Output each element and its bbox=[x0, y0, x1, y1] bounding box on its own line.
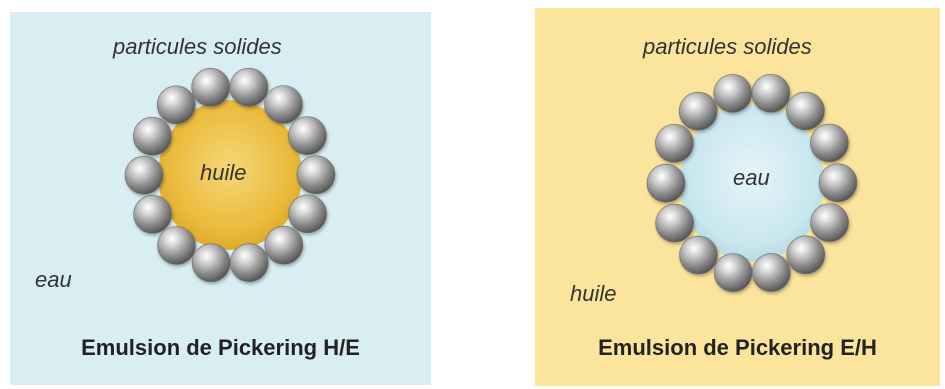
core-label: eau bbox=[733, 165, 770, 190]
solid-particle bbox=[264, 85, 303, 124]
solid-particle bbox=[124, 155, 164, 195]
solid-particle bbox=[752, 253, 791, 292]
solid-particles-label: particules solides bbox=[643, 34, 812, 59]
solid-particle bbox=[296, 155, 336, 195]
solid-particle bbox=[810, 123, 849, 163]
solid-particle bbox=[288, 194, 327, 234]
water-core bbox=[680, 105, 824, 261]
continuous-phase-label: eau bbox=[35, 267, 72, 292]
solid-particle bbox=[229, 67, 269, 107]
solid-particle bbox=[230, 243, 269, 282]
water-in-oil-panel: particules solides eau huile Emulsion de… bbox=[535, 8, 940, 386]
solid-particle bbox=[191, 243, 231, 283]
solid-particle bbox=[810, 203, 849, 242]
solid-particles-label: particules solides bbox=[113, 34, 282, 59]
solid-particle bbox=[157, 226, 196, 265]
solid-particle bbox=[646, 163, 686, 203]
solid-particle bbox=[818, 163, 858, 203]
solid-particle bbox=[678, 91, 718, 131]
solid-particle bbox=[264, 225, 304, 265]
solid-particle bbox=[679, 235, 718, 275]
oil-droplet bbox=[124, 67, 336, 283]
solid-particle bbox=[713, 74, 752, 113]
oil-in-water-panel: particules solides huile eau Emulsion de… bbox=[10, 12, 431, 385]
solid-particle bbox=[191, 67, 230, 107]
core-label: huile bbox=[200, 160, 247, 185]
solid-particle bbox=[156, 85, 196, 125]
solid-particle bbox=[786, 235, 826, 275]
oil-core bbox=[158, 100, 302, 250]
water-droplet bbox=[646, 73, 858, 292]
solid-particle bbox=[133, 116, 172, 156]
solid-particle bbox=[713, 253, 753, 292]
solid-particle bbox=[655, 124, 694, 163]
continuous-phase-label: huile bbox=[570, 281, 617, 306]
solid-particle bbox=[655, 203, 694, 243]
solid-particle bbox=[288, 116, 327, 155]
solid-particle bbox=[786, 91, 825, 131]
panel-title: Emulsion de Pickering E/H bbox=[598, 335, 877, 360]
panel-title: Emulsion de Pickering H/E bbox=[81, 335, 360, 360]
solid-particle bbox=[751, 73, 791, 113]
solid-particle bbox=[133, 195, 172, 234]
